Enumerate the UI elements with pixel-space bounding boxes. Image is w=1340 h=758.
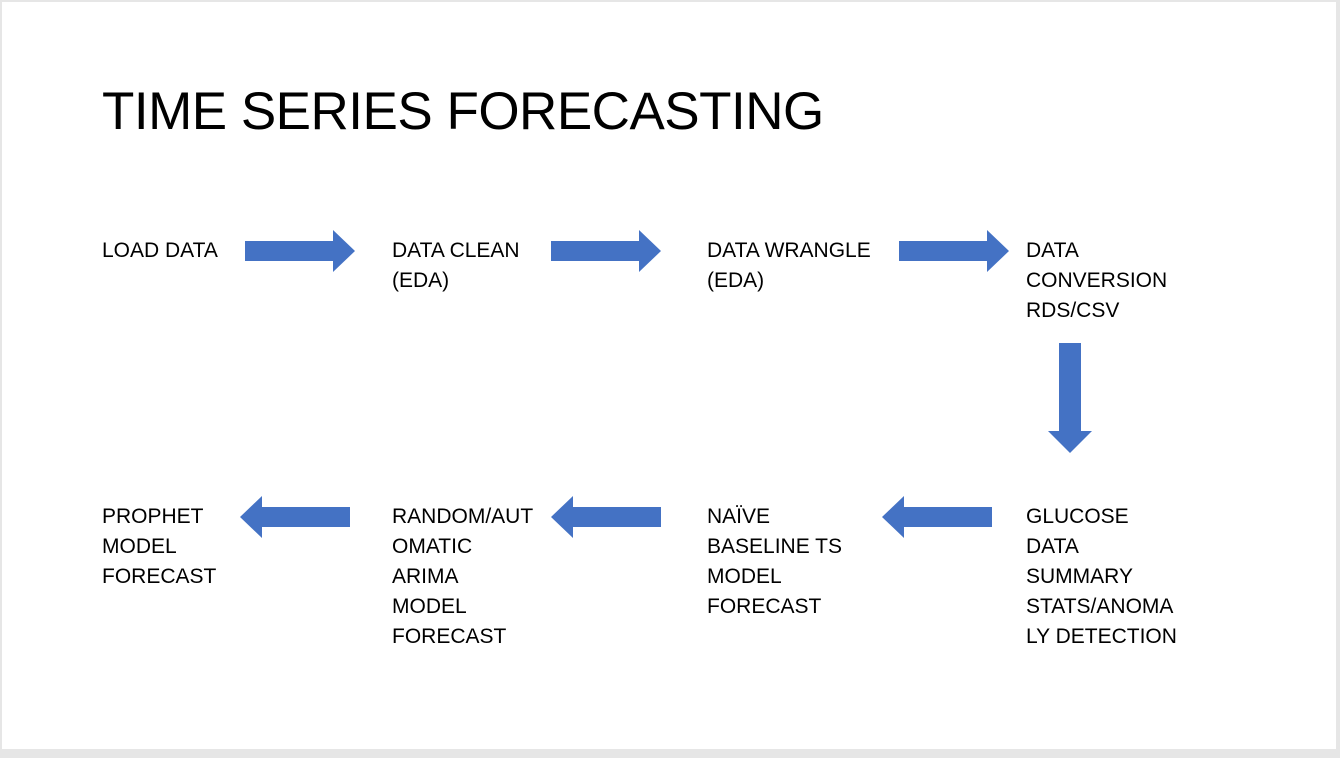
arrow-left-1	[882, 496, 992, 538]
step-arima: RANDOM/AUT OMATIC ARIMA MODEL FORECAST	[392, 505, 534, 648]
arrow-left-3	[240, 496, 350, 538]
step-glucose-summary: GLUCOSE DATA SUMMARY STATS/ANOMA LY DETE…	[1026, 505, 1177, 648]
slide-title: TIME SERIES FORECASTING	[102, 82, 824, 141]
step-data-conversion: DATA CONVERSION RDS/CSV	[1026, 239, 1168, 322]
arrow-right-3	[899, 230, 1009, 272]
step-load-data: LOAD DATA	[102, 239, 218, 262]
arrow-left-2	[551, 496, 661, 538]
arrow-down	[1048, 343, 1092, 453]
step-data-clean: DATA CLEAN (EDA)	[392, 239, 520, 292]
arrow-right-2	[551, 230, 661, 272]
step-naive-baseline: NAÏVE BASELINE TS MODEL FORECAST	[707, 505, 843, 618]
step-prophet: PROPHET MODEL FORECAST	[102, 505, 217, 588]
arrow-right-1	[245, 230, 355, 272]
step-data-wrangle: DATA WRANGLE (EDA)	[707, 239, 871, 292]
